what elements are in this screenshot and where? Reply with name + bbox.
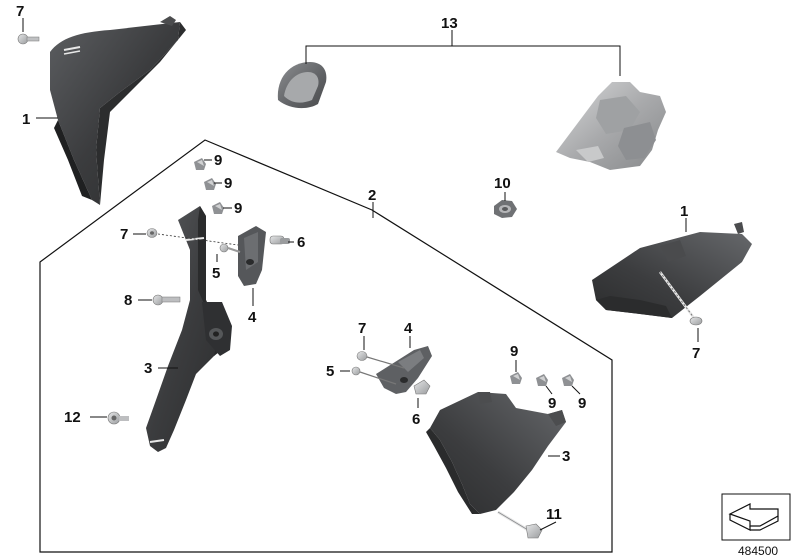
nut-part	[494, 200, 517, 218]
side-cover-right-part	[592, 222, 752, 318]
silver-cover-part	[556, 82, 666, 170]
callout-9-c: 9	[234, 200, 242, 217]
isometric-arrow-icon	[721, 493, 791, 541]
callout-6-center: 6	[412, 411, 420, 428]
holder-part-left	[238, 226, 266, 286]
bolt-part-11	[497, 510, 543, 539]
callout-9-a: 9	[214, 152, 222, 169]
screw-part-right	[658, 271, 703, 326]
callout-7-mid: 7	[120, 226, 128, 243]
screw-part-12	[107, 411, 129, 425]
callout-7-right: 7	[692, 345, 700, 362]
callout-9-d: 9	[510, 343, 518, 360]
callout-5-center: 5	[326, 363, 334, 380]
clip-part-6-center	[413, 379, 431, 395]
callout-3-left: 3	[144, 360, 152, 377]
clip-parts-9-row	[510, 372, 574, 386]
clip-part-6-left	[269, 235, 290, 245]
callout-12: 12	[64, 409, 81, 426]
callout-9-b: 9	[224, 175, 232, 192]
screw-part-center-7	[356, 351, 405, 369]
clip-parts-9-stack	[194, 158, 224, 214]
leader-lines	[22, 18, 699, 531]
small-cap-part	[277, 62, 327, 109]
screw-part-center-5	[351, 366, 397, 385]
assembly-frame	[39, 139, 613, 553]
callout-2: 2	[368, 187, 376, 204]
callout-11: 11	[546, 506, 562, 523]
callout-1-right: 1	[680, 203, 688, 220]
callout-7-center: 7	[358, 320, 366, 337]
screw-part-8	[152, 294, 181, 306]
callout-5-left: 5	[212, 265, 220, 282]
callout-1-left: 1	[22, 111, 30, 128]
callout-7-top-left: 7	[16, 3, 24, 20]
callout-10: 10	[494, 175, 511, 192]
callout-4-left: 4	[248, 309, 257, 326]
callout-8: 8	[124, 292, 132, 309]
screw-part-top-left	[17, 33, 40, 45]
screw-part-5-left	[219, 243, 241, 253]
callout-3-right: 3	[562, 448, 570, 465]
callout-9-f: 9	[578, 395, 586, 412]
callout-13: 13	[441, 15, 458, 32]
diagram-id-label: 484500	[738, 544, 778, 558]
callout-4-center: 4	[404, 320, 413, 337]
callout-6-left: 6	[297, 234, 305, 251]
screw-part-mid	[146, 228, 239, 246]
side-cover-left-part	[50, 16, 186, 205]
long-bracket-part	[146, 206, 232, 452]
callout-9-e: 9	[548, 395, 556, 412]
lower-cover-part	[426, 392, 566, 514]
